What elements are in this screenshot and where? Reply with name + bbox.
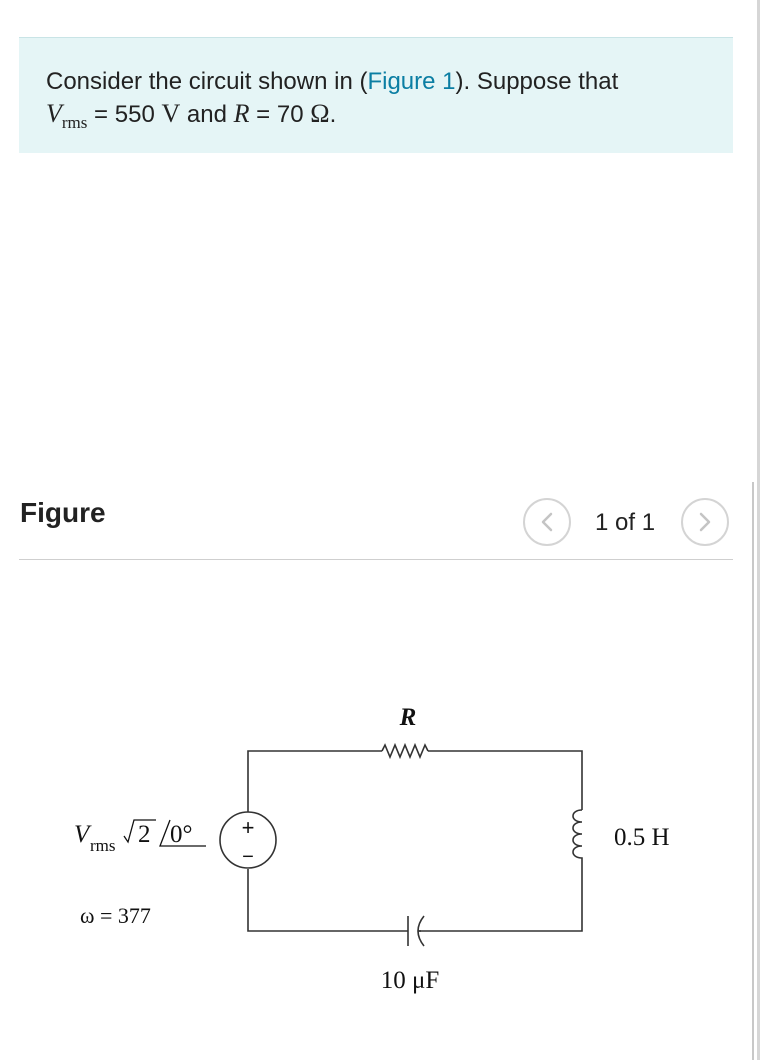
source-angle-value: 0° — [170, 821, 193, 848]
wire-top-left — [247, 750, 382, 812]
problem-intro: Consider the circuit shown in ( — [46, 68, 368, 95]
problem-after-link: ). Suppose that — [455, 68, 619, 95]
omega-label: ω = 377 — [80, 903, 151, 928]
circuit-wires — [247, 750, 583, 932]
figure-title: Figure — [20, 497, 106, 528]
and-text: and — [180, 101, 234, 128]
v-unit: V — [161, 99, 181, 128]
problem-text: Consider the circuit shown in (Figure 1)… — [46, 66, 726, 133]
chevron-left-icon — [541, 512, 553, 532]
r-equals: = 70 — [249, 101, 311, 128]
source-v-subscript: rms — [90, 836, 116, 855]
source-minus-sign: − — [242, 846, 254, 868]
chevron-right-icon — [699, 512, 711, 532]
v-equals: = 550 — [87, 101, 162, 128]
figure-header: Figure 1 of 1 — [19, 490, 733, 560]
inductor-symbol — [572, 809, 583, 862]
scroll-border — [757, 0, 760, 1060]
source-v-symbol: V — [74, 821, 92, 848]
resistor-label: R — [399, 704, 417, 731]
figure-page-indicator: 1 of 1 — [595, 509, 656, 536]
previous-figure-button[interactable] — [523, 498, 571, 546]
wire-bottom-left — [247, 869, 408, 932]
sqrt-symbol — [123, 819, 156, 844]
resistor-symbol — [381, 742, 429, 760]
panel-border — [752, 482, 760, 1060]
wire-top-right — [428, 750, 583, 810]
inductor-label: 0.5 H — [614, 824, 670, 851]
voltage-source-symbol — [219, 811, 277, 869]
circuit-diagram: R + − V rms 2 0° ω = 377 0.5 H 10 μF — [74, 704, 670, 994]
next-figure-button[interactable] — [681, 498, 729, 546]
figure-1-link[interactable]: Figure 1 — [367, 68, 456, 95]
r-symbol: R — [233, 99, 250, 128]
period: . — [329, 101, 337, 128]
source-sqrt-value: 2 — [138, 821, 151, 848]
capacitor-label: 10 μF — [381, 967, 440, 994]
wire-bottom-right — [418, 862, 583, 932]
problem-statement-box: Consider the circuit shown in (Figure 1)… — [19, 37, 733, 153]
v-subscript: rms — [61, 113, 88, 132]
source-plus-sign: + — [242, 815, 255, 840]
angle-symbol — [159, 819, 206, 847]
v-symbol: V — [46, 99, 62, 128]
r-unit: Ω — [310, 99, 330, 128]
